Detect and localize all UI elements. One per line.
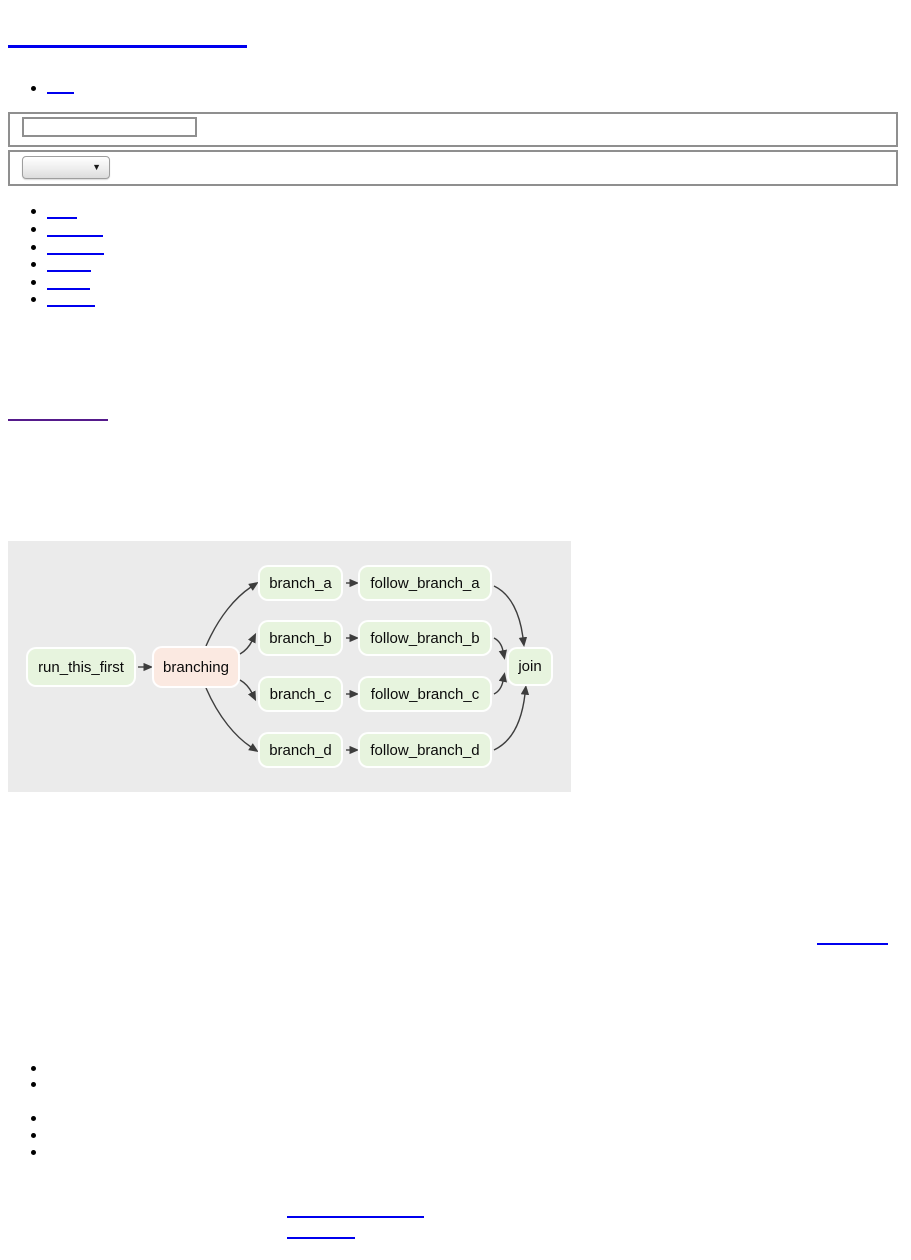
footer-link-1[interactable]: [287, 1216, 424, 1218]
list-bullet: [31, 261, 36, 267]
footer-link-2[interactable]: [287, 1237, 355, 1239]
list-bullet: [31, 244, 36, 250]
dag-edge-follow_branch_c-to-join: [493, 672, 507, 695]
dag-node-branch_c: branch_c: [258, 676, 343, 712]
dag-node-branch_b: branch_b: [258, 620, 343, 656]
list-link-underline[interactable]: [47, 217, 77, 219]
dag-edge-follow_branch_b-to-join: [493, 637, 507, 660]
list-bullet: [31, 208, 36, 214]
dag-edge-branching-to-branch_d: [205, 687, 259, 753]
dag-node-run_this_first: run_this_first: [26, 647, 136, 687]
dag-edge-follow_branch_d-to-join: [493, 684, 530, 751]
list-link-underline[interactable]: [47, 235, 103, 237]
list-link-underline[interactable]: [47, 92, 74, 94]
list-bullet: [31, 279, 36, 285]
dag-edge-branching-to-branch_b: [239, 632, 257, 655]
dag-node-branch_a: branch_a: [258, 565, 343, 601]
dag-edge-branching-to-branch_a: [205, 581, 259, 647]
list-bullet: [31, 296, 36, 302]
list-link-underline[interactable]: [47, 288, 90, 290]
dag-node-branching: branching: [152, 646, 240, 688]
list-bullet: [31, 226, 36, 232]
dag-edge-follow_branch_a-to-join: [493, 585, 528, 648]
dag-edges: [138, 578, 530, 755]
list-bullet: [31, 1065, 36, 1071]
select-box-container: [8, 150, 898, 186]
inline-body-link[interactable]: [817, 943, 888, 945]
list-bullet: [31, 1115, 36, 1121]
list-link-underline[interactable]: [47, 270, 91, 272]
dag-node-follow_branch_c: follow_branch_c: [358, 676, 492, 712]
dag-node-follow_branch_d: follow_branch_d: [358, 732, 492, 768]
dag-node-branch_d: branch_d: [258, 732, 343, 768]
list-bullet: [31, 1081, 36, 1087]
page-title-link[interactable]: [8, 45, 247, 48]
list-bullet: [31, 85, 36, 91]
list-link-underline[interactable]: [47, 253, 104, 255]
search-input[interactable]: [22, 117, 197, 137]
dag-node-follow_branch_b: follow_branch_b: [358, 620, 492, 656]
chevron-down-icon: ▼: [92, 162, 101, 172]
visited-link[interactable]: [8, 419, 108, 421]
dag-node-follow_branch_a: follow_branch_a: [358, 565, 492, 601]
version-select-dropdown[interactable]: ▼: [22, 156, 110, 179]
dag-edge-branching-to-branch_c: [239, 679, 257, 702]
dag-node-join: join: [507, 647, 553, 686]
list-link-underline[interactable]: [47, 305, 95, 307]
list-bullet: [31, 1132, 36, 1138]
list-bullet: [31, 1149, 36, 1155]
